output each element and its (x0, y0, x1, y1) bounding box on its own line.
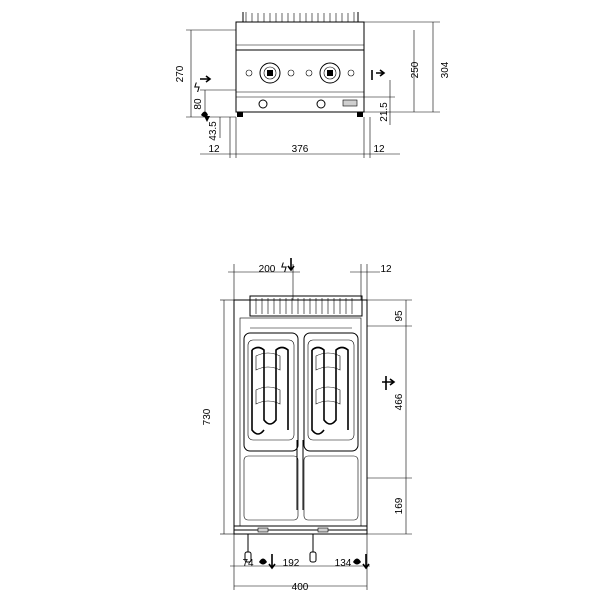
drain-arrow-icon (204, 116, 210, 122)
dim-74: 74 (242, 558, 254, 569)
control-strip (233, 525, 368, 535)
foot-right (357, 112, 363, 117)
dim-730: 730 (202, 408, 213, 425)
drain-arrow-icon-right (362, 554, 370, 570)
water-drop-icon (201, 111, 208, 117)
dim-192: 192 (283, 558, 300, 569)
dim-80: 80 (193, 98, 204, 110)
thermostat-knob-right (305, 62, 355, 84)
water-inlet-icon (287, 258, 295, 272)
dim-12-top: 12 (380, 264, 392, 275)
dim-43-5: 43.5 (208, 121, 219, 141)
water-inlet-icon (200, 75, 212, 83)
water-inlet-icon-right (371, 69, 386, 80)
dim-304: 304 (440, 61, 451, 78)
back-splash (242, 12, 359, 23)
water-inlet-icon-right (382, 376, 396, 390)
flue-ribs (255, 298, 353, 314)
electric-connection-icon: ϟ (280, 261, 288, 275)
dim-200: 200 (259, 264, 276, 275)
front-view: 270 80 43.5 ϟ 12 376 12 250 304 21.5 (175, 12, 451, 158)
lid (235, 21, 365, 51)
dim-12-left: 12 (208, 144, 220, 155)
dim-466: 466 (394, 393, 405, 410)
top-inner-rim (239, 317, 362, 527)
thermostat-knob-left (245, 62, 295, 84)
dim-134: 134 (335, 558, 352, 569)
drain-arrow-icon (268, 554, 276, 570)
rating-plate (342, 99, 358, 107)
top-body-outline (233, 299, 368, 531)
front-body (235, 49, 365, 113)
dim-21-5: 21.5 (379, 102, 390, 122)
drain-icon-right (353, 558, 361, 565)
drain-valve-right (316, 99, 326, 109)
basket-left (243, 332, 299, 521)
dim-376: 376 (292, 144, 309, 155)
foot-left (237, 112, 243, 117)
dim-400: 400 (292, 582, 309, 593)
dim-95: 95 (394, 310, 405, 322)
dim-250: 250 (410, 61, 421, 78)
flue-grill (249, 295, 363, 317)
drain-valve-left (258, 99, 268, 109)
dim-169: 169 (394, 497, 405, 514)
drain-icon (259, 558, 267, 565)
splash-ribs (245, 12, 355, 22)
dim-270: 270 (175, 65, 186, 82)
basket-right (302, 332, 359, 521)
top-view: 200 ϟ 12 (202, 258, 412, 593)
electric-connection-icon: ϟ (193, 81, 201, 95)
drain-pipes (244, 534, 317, 563)
dim-12-right: 12 (373, 144, 385, 155)
